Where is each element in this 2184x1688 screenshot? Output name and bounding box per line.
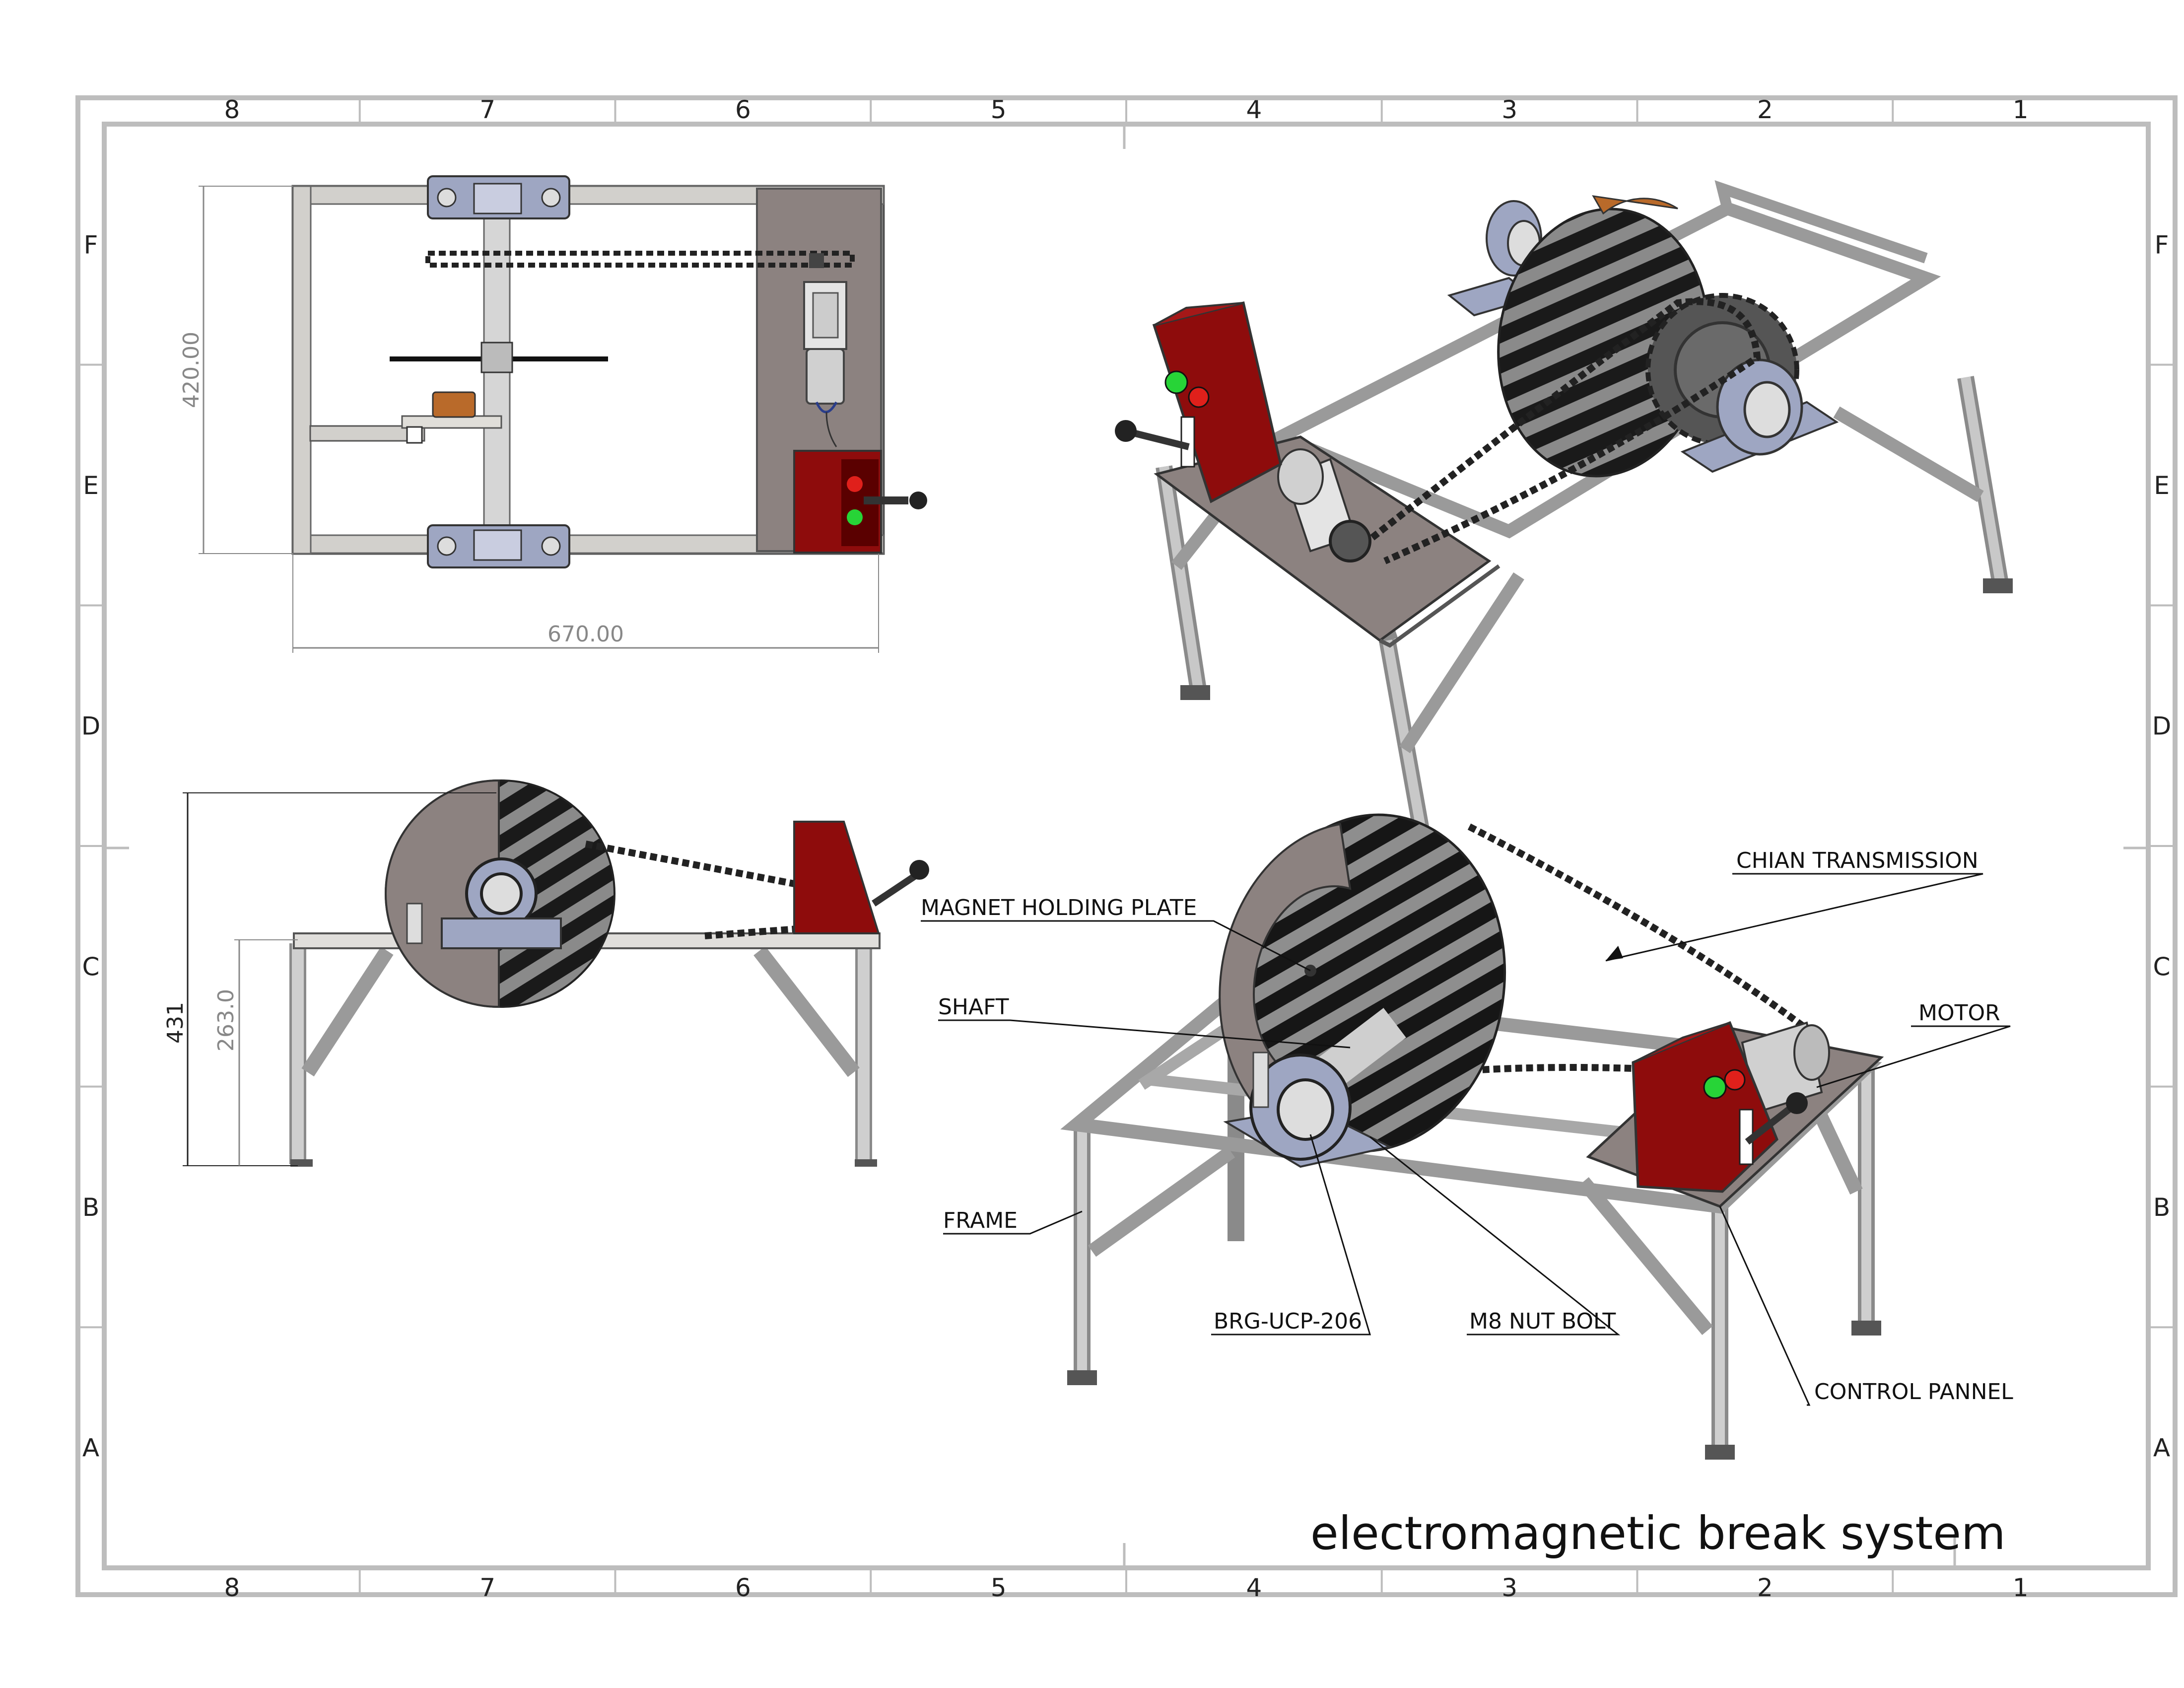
zone-column-8-bottom: 8 bbox=[224, 1573, 240, 1602]
zone-row-A-right: A bbox=[2153, 1434, 2170, 1463]
zone-row-E-right: E bbox=[2154, 471, 2170, 500]
zone-row-F-left: F bbox=[84, 230, 98, 259]
zone-column-7-bottom: 7 bbox=[479, 1573, 495, 1602]
zone-column-1-top: 1 bbox=[2013, 95, 2029, 124]
zone-column-6-top: 6 bbox=[735, 95, 751, 124]
zone-column-5-top: 5 bbox=[991, 95, 1007, 124]
callout-nut-bolt: M8 NUT BOLT bbox=[1469, 1309, 1616, 1334]
zone-column-6-bottom: 6 bbox=[735, 1573, 751, 1602]
zone-row-F-right: F bbox=[2155, 230, 2169, 259]
callout-control-pannel: CONTROL PANNEL bbox=[1814, 1379, 2013, 1405]
top-width-dimension: 670.00 bbox=[547, 622, 624, 647]
iso-view-back bbox=[1115, 180, 2013, 859]
side-view: 431 263.0 bbox=[163, 779, 929, 1167]
zone-column-7-top: 7 bbox=[479, 95, 495, 124]
chain-arrow bbox=[1606, 946, 1623, 961]
zone-column-3-bottom: 3 bbox=[1502, 1573, 1517, 1602]
callout-frame: FRAME bbox=[943, 1208, 1018, 1233]
zone-row-A-left: A bbox=[82, 1434, 99, 1463]
iso-control-box bbox=[1115, 301, 1282, 503]
callout-magnet-holding-plate: MAGNET HOLDING PLATE bbox=[921, 895, 1197, 920]
zone-row-C-right: C bbox=[2153, 952, 2171, 981]
iso2-bearing bbox=[1223, 1054, 1393, 1168]
zone-row-D-left: D bbox=[81, 712, 101, 741]
zone-column-1-bottom: 1 bbox=[2013, 1573, 2029, 1602]
zone-column-5-bottom: 5 bbox=[991, 1573, 1007, 1602]
zone-column-4-bottom: 4 bbox=[1246, 1573, 1262, 1602]
drawing-title: electromagnetic break system bbox=[1310, 1507, 2006, 1560]
iso-motor bbox=[1277, 448, 1371, 563]
iso2-control-box bbox=[1632, 1021, 1808, 1193]
iso-bearing-front bbox=[1680, 358, 1839, 473]
top-bearing-upper bbox=[427, 175, 570, 219]
zone-column-8-top: 8 bbox=[224, 95, 240, 124]
zone-column-2-bottom: 2 bbox=[1757, 1573, 1773, 1602]
callout-shaft: SHAFT bbox=[938, 994, 1009, 1020]
side-total-dimension: 431 bbox=[163, 1002, 188, 1044]
callout-chain-transmission: CHIAN TRANSMISSION bbox=[1736, 848, 1979, 873]
side-table-dimension: 263.0 bbox=[213, 989, 239, 1052]
zone-column-2-top: 2 bbox=[1757, 95, 1773, 124]
sheet-border bbox=[75, 95, 2178, 1597]
top-motor bbox=[803, 281, 847, 447]
callout-bearing: BRG-UCP-206 bbox=[1214, 1309, 1362, 1334]
callout-leaders bbox=[921, 873, 2011, 1406]
zone-row-B-left: B bbox=[82, 1193, 99, 1222]
top-view: 420.00 670.00 bbox=[179, 175, 927, 653]
zone-row-B-right: B bbox=[2153, 1193, 2170, 1222]
zone-row-E-left: E bbox=[83, 471, 99, 500]
zone-column-3-top: 3 bbox=[1502, 95, 1517, 124]
zone-row-D-right: D bbox=[2152, 712, 2172, 741]
top-height-dimension: 420.00 bbox=[179, 332, 204, 408]
top-bearing-lower bbox=[427, 524, 570, 568]
zone-row-C-left: C bbox=[82, 952, 100, 981]
top-control-box bbox=[793, 450, 927, 554]
zone-column-4-top: 4 bbox=[1246, 95, 1262, 124]
callout-motor: MOTOR bbox=[1918, 1000, 2000, 1026]
